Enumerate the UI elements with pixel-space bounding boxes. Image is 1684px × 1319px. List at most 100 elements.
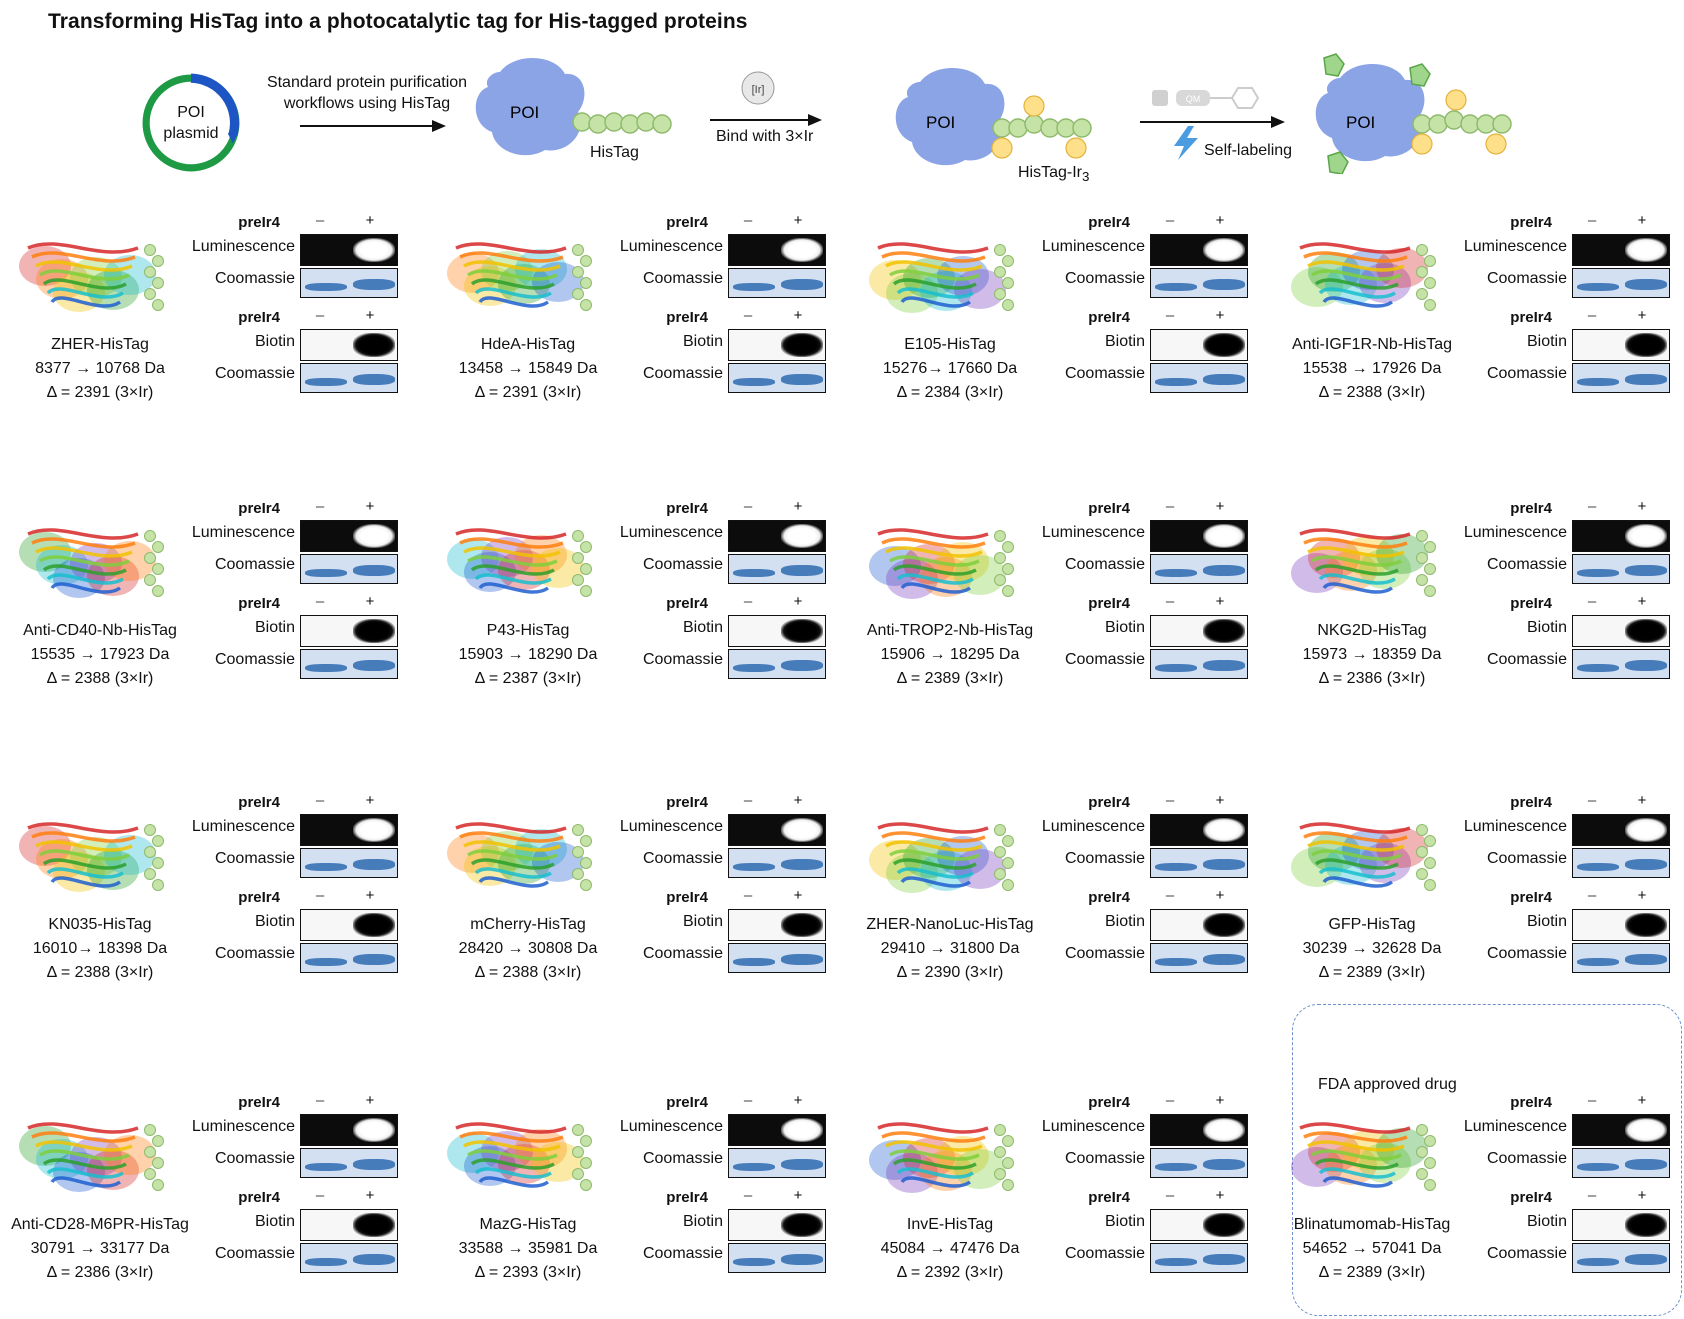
coomassie-band-minus bbox=[305, 283, 347, 291]
arrow-icon bbox=[710, 114, 822, 126]
poi-label: POI bbox=[510, 103, 539, 122]
luminescence-row-label: Luminescence bbox=[1041, 238, 1145, 255]
protein-structure bbox=[860, 504, 1030, 624]
luminescence-row-label: Luminescence bbox=[619, 524, 723, 541]
preir4-label: preIr4 bbox=[666, 794, 708, 811]
protein-name: Anti-IGF1R-Nb-HisTag bbox=[1291, 336, 1453, 353]
luminescence-band bbox=[353, 818, 395, 842]
biotin-lane-image bbox=[1572, 329, 1670, 361]
coomassie-band-plus bbox=[781, 374, 823, 385]
coomassie-lane-image bbox=[1572, 1243, 1670, 1273]
coomassie-lane-image bbox=[1150, 1243, 1248, 1273]
biotin-row-label: Biotin bbox=[254, 619, 295, 636]
coomassie-lane-image bbox=[1150, 554, 1248, 584]
minus-label: – bbox=[315, 498, 325, 515]
protein-name: mCherry-HisTag bbox=[470, 916, 586, 933]
preir4-label: preIr4 bbox=[1510, 309, 1552, 326]
protein-mass: 15276→ 17660 Da bbox=[882, 360, 1018, 377]
fda-approved-box bbox=[1292, 1004, 1682, 1316]
biotin-lane-image bbox=[1150, 909, 1248, 941]
protein-name: Anti-CD40-Nb-HisTag bbox=[23, 622, 177, 639]
protein-name: Blinatumomab-HisTag bbox=[1293, 1216, 1451, 1233]
coomassie-row-label: Coomassie bbox=[1486, 651, 1567, 668]
plus-label: + bbox=[365, 1187, 375, 1204]
plus-label: + bbox=[793, 1187, 803, 1204]
plus-label: + bbox=[793, 498, 803, 515]
luminescence-band bbox=[1203, 238, 1245, 262]
luminescence-lane-image bbox=[300, 1114, 398, 1146]
preir4-label: preIr4 bbox=[238, 889, 280, 906]
minus-label: – bbox=[743, 1092, 753, 1109]
plus-label: + bbox=[365, 212, 375, 229]
plus-label: + bbox=[1215, 212, 1225, 229]
coomassie-row-label: Coomassie bbox=[214, 850, 295, 867]
protein-structure bbox=[860, 798, 1030, 918]
coomassie-band-minus bbox=[1155, 569, 1197, 577]
protein-name: KN035-HisTag bbox=[48, 916, 152, 933]
coomassie-lane-image bbox=[1572, 268, 1670, 298]
preir4-label: preIr4 bbox=[666, 889, 708, 906]
poi-histag-ir-icon: POI bbox=[895, 67, 1092, 166]
protein-mass-delta: Δ = 2387 (3×Ir) bbox=[474, 670, 582, 687]
minus-label: – bbox=[743, 792, 753, 809]
coomassie-lane-image bbox=[728, 554, 826, 584]
biotin-lane-image bbox=[300, 329, 398, 361]
coomassie-band-minus bbox=[1577, 569, 1619, 577]
coomassie-band-plus bbox=[1625, 1254, 1667, 1265]
labeled-poi-icon: POI bbox=[1315, 53, 1512, 174]
purification-step-text: Standard protein purification workflows … bbox=[252, 72, 482, 114]
plus-label: + bbox=[365, 593, 375, 610]
protein-mass-delta: Δ = 2388 (3×Ir) bbox=[474, 964, 582, 981]
biotin-band bbox=[353, 333, 395, 357]
plus-label: + bbox=[1215, 792, 1225, 809]
coomassie-band-minus bbox=[733, 863, 775, 871]
protein-name: P43-HisTag bbox=[486, 622, 570, 639]
protein-name: HdeA-HisTag bbox=[480, 336, 576, 353]
coomassie-band-minus bbox=[305, 1258, 347, 1266]
coomassie-band-minus bbox=[1577, 283, 1619, 291]
luminescence-lane-image bbox=[1150, 234, 1248, 266]
minus-label: – bbox=[1165, 212, 1175, 229]
coomassie-band-plus bbox=[1203, 954, 1245, 965]
coomassie-band-minus bbox=[305, 664, 347, 672]
protein-name: ZHER-NanoLuc-HisTag bbox=[866, 916, 1034, 933]
biotin-lane-image bbox=[1150, 615, 1248, 647]
protein-mass: 30239 → 32628 Da bbox=[1302, 940, 1442, 957]
coomassie-band-minus bbox=[305, 378, 347, 386]
protein-structure-icon bbox=[1291, 528, 1436, 597]
preir4-label: preIr4 bbox=[238, 794, 280, 811]
protein-structure bbox=[10, 798, 180, 918]
protein-structure-icon bbox=[869, 528, 1014, 599]
biotin-band bbox=[781, 913, 823, 937]
coomassie-lane-image bbox=[1572, 1148, 1670, 1178]
protein-mass-delta: Δ = 2386 (3×Ir) bbox=[1318, 670, 1426, 687]
protein-structure bbox=[1282, 218, 1452, 338]
protein-mass-delta: Δ = 2390 (3×Ir) bbox=[896, 964, 1004, 981]
coomassie-row-label: Coomassie bbox=[1486, 365, 1567, 382]
luminescence-lane-image bbox=[300, 520, 398, 552]
coomassie-lane-image bbox=[1150, 848, 1248, 878]
luminescence-lane-image bbox=[1572, 814, 1670, 846]
protein-name: InvE-HisTag bbox=[906, 1216, 994, 1233]
coomassie-row-label: Coomassie bbox=[642, 270, 723, 287]
protein-mass: 54652 → 57041 Da bbox=[1302, 1240, 1442, 1257]
coomassie-band-plus bbox=[1625, 565, 1667, 576]
coomassie-band-minus bbox=[1155, 283, 1197, 291]
protein-structure bbox=[860, 1098, 1030, 1218]
coomassie-band-minus bbox=[733, 958, 775, 966]
protein-structure-icon bbox=[19, 242, 164, 312]
preir4-label: preIr4 bbox=[1510, 1094, 1552, 1111]
